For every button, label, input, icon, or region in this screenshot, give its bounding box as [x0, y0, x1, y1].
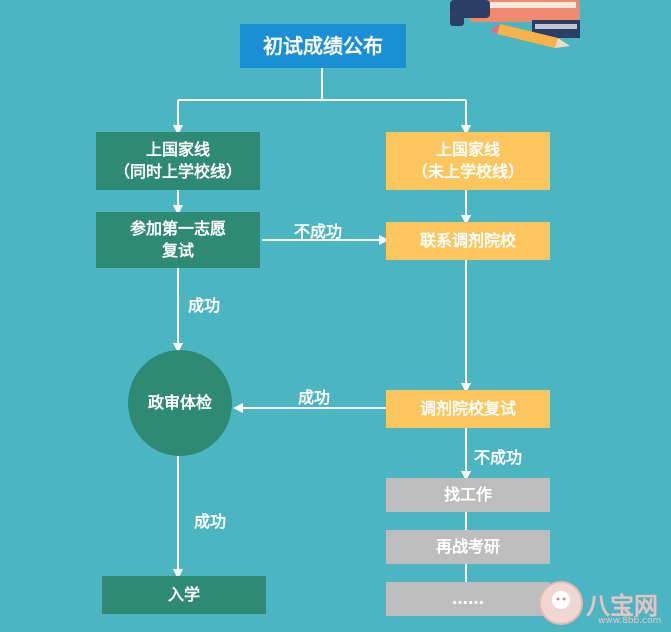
title-text: 初试成绩公布	[263, 34, 383, 58]
enroll-box: 入学	[102, 576, 266, 614]
contact-adjust-text: 联系调剂院校	[419, 231, 516, 250]
first-choice-retest-box: 参加第一志愿 复试	[96, 212, 260, 268]
alternative-job-text: 找工作	[443, 485, 492, 504]
right-branch-box: 上国家线 （未上学校线）	[386, 132, 550, 190]
alternative-job-box: 找工作	[386, 478, 550, 512]
political-check-text: 政审体检	[147, 393, 212, 412]
left-branch-line1: 上国家线	[145, 140, 210, 159]
alternative-more-text: ……	[452, 589, 484, 608]
adjust-retest-text: 调剂院校复试	[419, 399, 516, 418]
watermark-text: 八宝网	[586, 592, 658, 620]
alternative-retry-box: 再战考研	[386, 530, 550, 564]
books-pencil-illustration	[450, 0, 580, 48]
label-fail-to-contact: 不成功	[294, 222, 343, 241]
adjust-retest-box: 调剂院校复试	[386, 390, 550, 428]
watermark-url: www.8bb.com	[598, 616, 662, 626]
watermark-logo-icon	[539, 581, 583, 625]
label-fail-retest: 不成功	[474, 448, 523, 467]
left-branch-line2: （同时上学校线）	[113, 162, 242, 181]
enroll-text: 入学	[167, 585, 200, 604]
alternative-more-box: ……	[386, 582, 550, 616]
alternative-retry-text: 再战考研	[435, 537, 500, 556]
first-choice-line1: 参加第一志愿	[129, 219, 226, 238]
first-choice-line2: 复试	[161, 241, 194, 260]
right-branch-line1: 上国家线	[435, 140, 500, 159]
political-check-circle: 政审体检	[128, 350, 232, 456]
label-success-retest: 成功	[298, 388, 331, 407]
label-success-first: 成功	[188, 296, 221, 315]
contact-adjust-box: 联系调剂院校	[386, 222, 550, 260]
right-branch-line2: （未上学校线）	[411, 162, 524, 181]
title-box: 初试成绩公布	[240, 24, 406, 68]
label-success-check: 成功	[194, 512, 227, 531]
left-branch-box: 上国家线 （同时上学校线）	[96, 132, 260, 190]
